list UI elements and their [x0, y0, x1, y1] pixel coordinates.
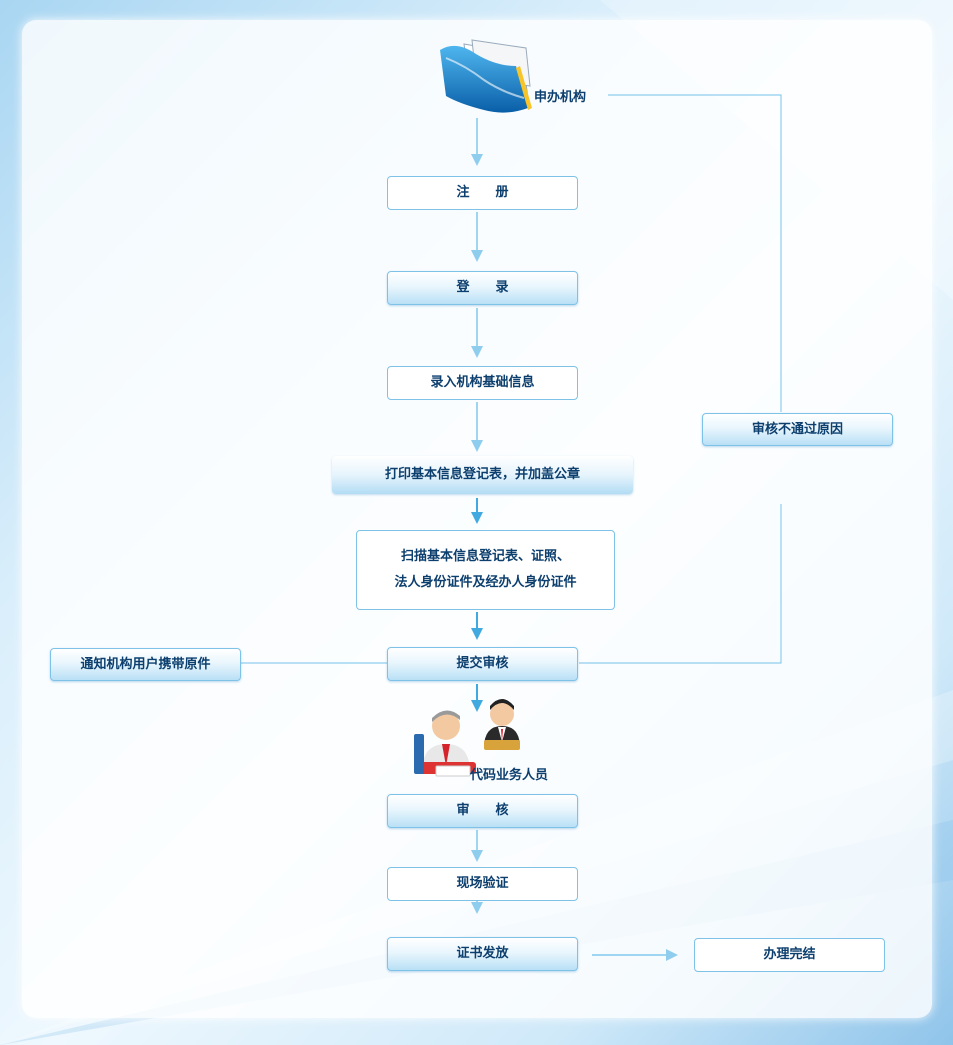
line-source-to-reject [608, 94, 782, 412]
register-step[interactable]: 注 册 [387, 176, 578, 210]
login-step[interactable]: 登 录 [387, 271, 578, 305]
onsite-verification-step[interactable]: 现场验证 [387, 867, 578, 901]
scan-documents-step[interactable]: 扫描基本信息登记表、证照、 法人身份证件及经办人身份证件 [356, 530, 615, 610]
review-step[interactable]: 审 核 [387, 794, 578, 828]
line-submit-to-reject [579, 504, 782, 664]
source-label: 申办机构 [534, 90, 587, 105]
notify-original-docs-node[interactable]: 通知机构用户携带原件 [50, 648, 241, 681]
print-form-step[interactable]: 打印基本信息登记表，并加盖公章 [332, 456, 633, 494]
reject-reason-node[interactable]: 审核不通过原因 [702, 413, 893, 446]
staff-label: 代码业务人员 [470, 768, 549, 783]
submit-review-step[interactable]: 提交审核 [387, 647, 578, 681]
scan-step-line2: 法人身份证件及经办人身份证件 [394, 575, 577, 590]
scan-step-line1: 扫描基本信息登记表、证照、 [400, 549, 570, 564]
staff-people-icon [414, 699, 520, 777]
done-step[interactable]: 办理完结 [694, 938, 885, 972]
certificate-issue-step[interactable]: 证书发放 [387, 937, 578, 971]
enter-info-step[interactable]: 录入机构基础信息 [387, 366, 578, 400]
folder-documents-icon [440, 39, 532, 113]
